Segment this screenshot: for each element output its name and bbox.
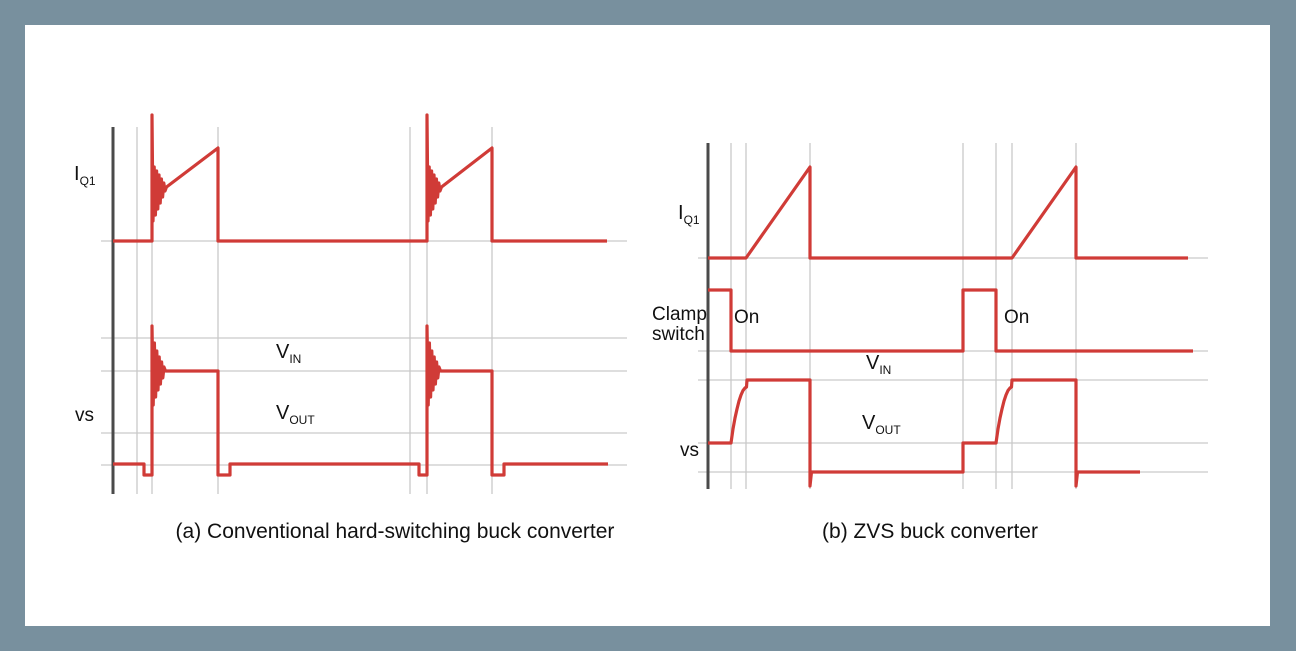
right-vout-sub: OUT — [875, 423, 901, 437]
hard-switching-plot — [101, 113, 627, 494]
right-on-label-2: On — [1004, 307, 1030, 328]
right-iq1-label: IQ1 — [678, 202, 700, 227]
clamp-switch-waveform — [708, 288, 1193, 353]
caption-a: (a) Conventional hard-switching buck con… — [175, 520, 615, 543]
left-vin-main: V — [276, 341, 290, 363]
right-vs-label: vs — [680, 440, 699, 461]
right-vin-sub: IN — [879, 363, 892, 377]
vs-waveform — [113, 324, 608, 477]
left-iq1-label: IQ1 — [74, 163, 96, 188]
left-vout-main: V — [276, 402, 290, 424]
left-vin-label: VIN — [276, 341, 302, 366]
left-vout-sub: OUT — [289, 413, 315, 427]
left-vin-sub: IN — [289, 352, 302, 366]
right-vin-label: VIN — [866, 352, 892, 377]
clamp-label-line1: Clamp — [652, 304, 707, 325]
right-iq1-main: I — [678, 202, 684, 224]
left-vout-label: VOUT — [276, 402, 315, 427]
vs-waveform — [708, 378, 1140, 488]
right-vout-label: VOUT — [862, 412, 901, 437]
white-figure-panel — [25, 25, 1270, 626]
clamp-label-line2: switch — [652, 323, 705, 345]
caption-b: (b) ZVS buck converter — [822, 520, 1038, 543]
left-iq1-main: I — [74, 163, 80, 185]
right-clamp-switch-label: Clamp switch — [652, 305, 707, 344]
right-on-label-1: On — [734, 307, 760, 328]
right-iq1-sub: Q1 — [683, 213, 700, 227]
right-vout-main: V — [862, 412, 876, 434]
left-vs-label: vs — [75, 405, 94, 426]
right-vin-main: V — [866, 352, 880, 374]
zvs-plot — [698, 143, 1208, 489]
iq1-waveform — [708, 165, 1188, 260]
iq1-waveform — [113, 113, 607, 243]
left-iq1-sub: Q1 — [79, 174, 96, 188]
